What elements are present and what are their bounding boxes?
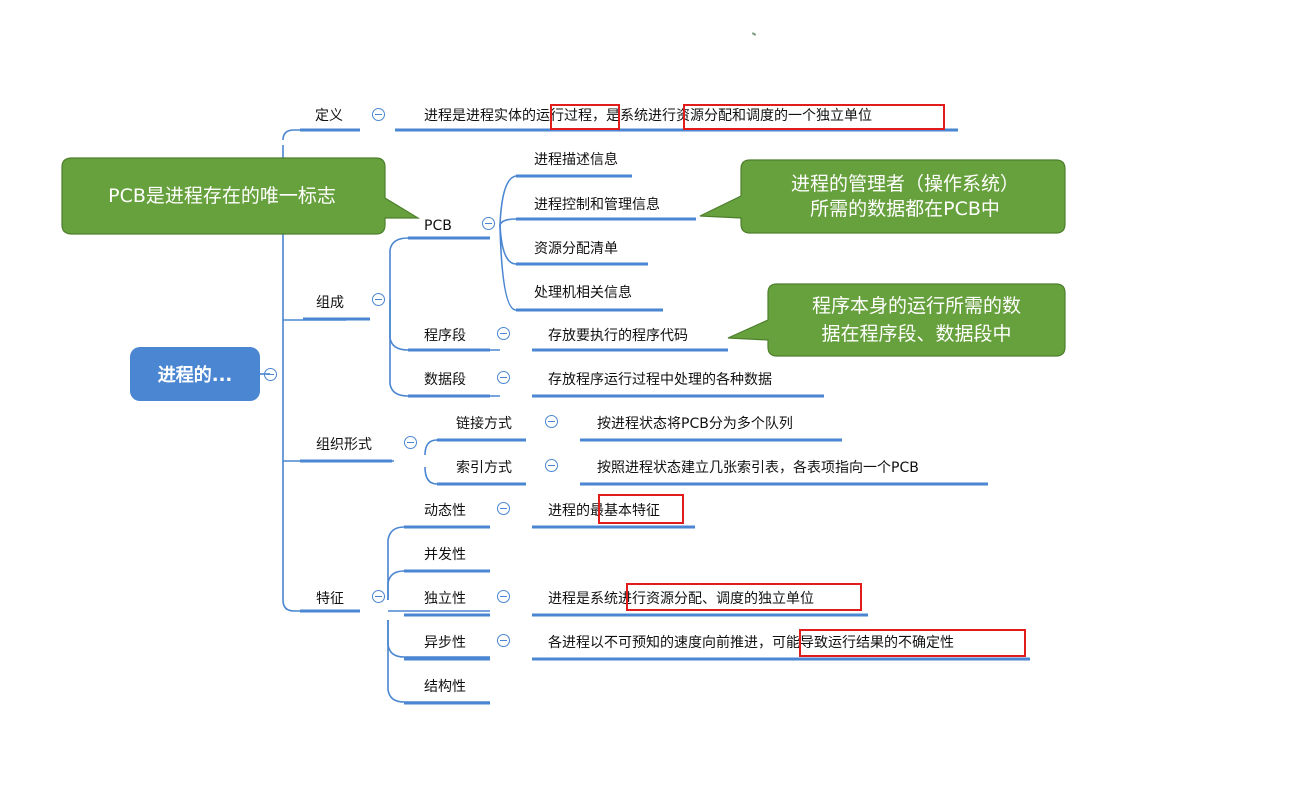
definition-text[interactable]: 进程是进程实体的运行过程，是系统进行资源分配和调度的一个独立单位 (424, 108, 872, 124)
dynamic-collapse-icon[interactable] (497, 502, 510, 515)
async-collapse-icon[interactable] (497, 634, 510, 647)
data-segment-collapse-icon[interactable] (497, 371, 510, 384)
composition-collapse-icon[interactable] (372, 293, 385, 306)
async-text[interactable]: 各进程以不可预知的速度向前推进，可能导致运行结果的不确定性 (548, 635, 954, 651)
trunk-line (282, 145, 346, 612)
callout-shapes (61, 157, 1066, 357)
organization-collapse-icon[interactable] (404, 436, 417, 449)
pcb-item[interactable]: 进程描述信息 (534, 152, 618, 168)
independent-text[interactable]: 进程是系统进行资源分配、调度的独立单位 (548, 591, 814, 607)
highlight-box (799, 629, 1026, 657)
feature-async[interactable]: 异步性 (424, 635, 466, 651)
feature-dynamic[interactable]: 动态性 (424, 503, 466, 519)
program-segment-text[interactable]: 存放要执行的程序代码 (548, 328, 688, 344)
root-label: 进程的... (157, 365, 233, 386)
link-text[interactable]: 按进程状态将PCB分为多个队列 (597, 416, 793, 432)
index-collapse-icon[interactable] (545, 459, 558, 472)
pcb-collapse-icon[interactable] (482, 217, 495, 230)
branch-features[interactable]: 特征 (316, 591, 344, 607)
data-segment-text[interactable]: 存放程序运行过程中处理的各种数据 (548, 372, 772, 388)
index-node[interactable]: 索引方式 (456, 460, 512, 476)
callout-program-data-line2: 据在程序段、数据段中 (821, 323, 1012, 345)
callout-pcb-unique: PCB是进程存在的唯一标志 (108, 185, 336, 207)
highlight-box (626, 583, 862, 611)
pcb-item[interactable]: 资源分配清单 (534, 241, 618, 257)
dynamic-text[interactable]: 进程的最基本特征 (548, 503, 660, 519)
callout-pcb-manager-bubble (699, 159, 1066, 234)
highlight-box (683, 104, 945, 130)
highlight-box (550, 104, 620, 130)
link-collapse-icon[interactable] (545, 415, 558, 428)
link-node[interactable]: 链接方式 (456, 416, 512, 432)
feature-concurrent[interactable]: 并发性 (424, 547, 466, 563)
callout-pcb-manager-line2: 所需的数据都在PCB中 (810, 198, 1000, 220)
feature-independent[interactable]: 独立性 (424, 591, 466, 607)
callout-pcb-unique-bubble (61, 157, 421, 235)
root-node[interactable]: 进程的... (130, 347, 260, 401)
highlight-box (598, 494, 684, 524)
callout-pcb-manager-line1: 进程的管理者（操作系统） (790, 173, 1019, 195)
callout-program-data-bubble (727, 283, 1066, 357)
definition-collapse-icon[interactable] (372, 108, 385, 121)
root-collapse-icon[interactable] (264, 368, 277, 381)
independent-collapse-icon[interactable] (497, 590, 510, 603)
feature-structural[interactable]: 结构性 (424, 679, 466, 695)
program-segment-collapse-icon[interactable] (497, 327, 510, 340)
pcb-item[interactable]: 处理机相关信息 (534, 285, 632, 301)
index-text[interactable]: 按照进程状态建立几张索引表，各表项指向一个PCB (597, 460, 919, 476)
pcb-item[interactable]: 进程控制和管理信息 (534, 197, 660, 213)
branch-definition[interactable]: 定义 (315, 108, 343, 124)
trunk-top (282, 129, 346, 141)
callout-program-data-line1: 程序本身的运行所需的数 (811, 295, 1021, 317)
data-segment-node[interactable]: 数据段 (424, 372, 466, 388)
branch-organization[interactable]: 组织形式 (316, 437, 372, 453)
branch-composition[interactable]: 组成 (316, 295, 344, 311)
program-segment-node[interactable]: 程序段 (424, 328, 466, 344)
features-collapse-icon[interactable] (372, 590, 385, 603)
pcb-node[interactable]: PCB (424, 218, 452, 234)
